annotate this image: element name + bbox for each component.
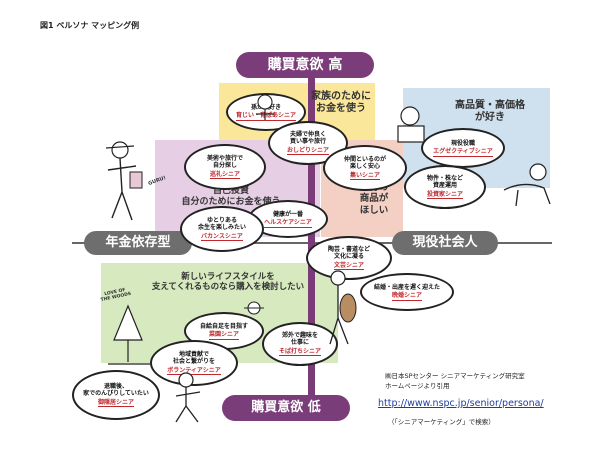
zone-label-family: 家族のために お金を使う [311,91,371,114]
vertical-axis [308,70,315,410]
persona-desc: 自給自足を目指す [199,322,248,330]
persona-name: 巡礼シニア [209,170,240,180]
persona-name: エグゼクティブシニア [433,148,493,157]
persona-bubble: 健康が一番 ヘルスケアシニア [248,200,328,238]
persona-bubble: 夫婦で仲良く 買い事や旅行 おしどりシニア [268,121,348,165]
persona-desc: 郊外で趣味を 仕事に [281,331,318,347]
persona-desc: 陶芸・書道など 文化に凝る [327,245,370,261]
credit-line-1: ㈱日本SPセンター シニアマーケティング研究室 [385,372,525,380]
search-note: （「シニアマーケティング」で検索） [388,418,495,426]
persona-desc: 地域貢献で 社会と繋がりを [172,350,215,366]
persona-desc: 夫婦で仲良く 買い事や旅行 [289,130,326,146]
farmer-doodle-icon [244,301,264,315]
woods-doodle-icon [108,304,150,365]
source-link[interactable]: http://www.nspc.jp/senior/persona/ [378,398,544,409]
persona-desc: 美術や旅行で 自分探し [206,154,243,170]
persona-bubble: 結婚・出産を遅く迎えた 晩婚シニア [360,273,454,311]
persona-name: ヘルスケアシニア [264,219,312,228]
persona-desc: 健康が一番 [272,210,303,218]
zone-label-life: 新しいライフスタイルを 支えてくれるものなら購入を検討したい [151,272,305,293]
persona-bubble: 物件・株など 資産運用 投資家シニア [404,165,486,209]
persona-desc: 現役役職 [450,139,475,147]
persona-desc: 物件・株など 資産運用 [426,174,463,190]
persona-bubble: 美術や旅行で 自分探し 巡礼シニア [184,144,266,190]
persona-desc: 退職後、 家でのんびりしていたい [83,382,149,398]
figure-title: 図1 ペルソナ マッピング例 [40,21,140,30]
persona-desc: ゆとりある 余生を楽しみたい [197,216,246,232]
persona-bubble: 現役役職 エグゼクティブシニア [421,128,505,168]
persona-bubble: 陶芸・書道など 文化に凝る 文芸シニア [306,236,392,280]
persona-name: 育じい・育ばあシニア [235,112,296,121]
reader-doodle-icon [397,106,425,143]
persona-name: バカンスシニア [201,232,243,242]
persona-bubble: 地域貢献で 社会と繋がりを ボランティアシニア [150,340,238,386]
resting-doodle-icon [503,163,551,207]
musician-doodle-icon [329,270,357,345]
persona-name: 御隠居シニア [97,398,134,408]
persona-name: ボランティアシニア [167,366,221,376]
traveler-doodle-icon [105,141,143,221]
grandchild-doodle-icon [256,94,274,120]
axis-label-top: 購買意欲 高 [236,52,374,78]
persona-name: 文芸シニア [333,261,364,271]
persona-desc: 結婚・出産を遅く迎えた [373,283,440,291]
persona-name: そば打ちシニア [278,347,321,357]
persona-name: 集いシニア [349,171,380,181]
persona-desc: 仲間といるのが 楽しく安心 [343,155,386,171]
persona-bubble: ゆとりある 余生を楽しみたい バカンスシニア [180,206,264,252]
walking-doodle-icon [175,372,201,423]
persona-name: 晩婚シニア [391,292,422,301]
persona-bubble: 郊外で趣味を 仕事に そば打ちシニア [262,322,338,366]
axis-label-right: 現役社会人 [392,231,498,255]
axis-label-bottom: 購買意欲 低 [222,395,350,421]
zone-label-luxury: 高品質・高価格 が好き [455,100,525,123]
credit-line-2: ホームページより引用 [385,382,450,390]
persona-name: 菜園シニア [208,331,239,340]
persona-bubble: 退職後、 家でのんびりしていたい 御隠居シニア [72,370,160,420]
persona-bubble: 仲間といるのが 楽しく安心 集いシニア [323,145,407,191]
zone-label-self: 自己投資 自分のためにお金を使う [181,186,281,207]
persona-name: 投資家シニア [426,190,463,200]
persona-name: おしどりシニア [286,146,329,156]
axis-label-left: 年金依存型 [84,231,192,255]
